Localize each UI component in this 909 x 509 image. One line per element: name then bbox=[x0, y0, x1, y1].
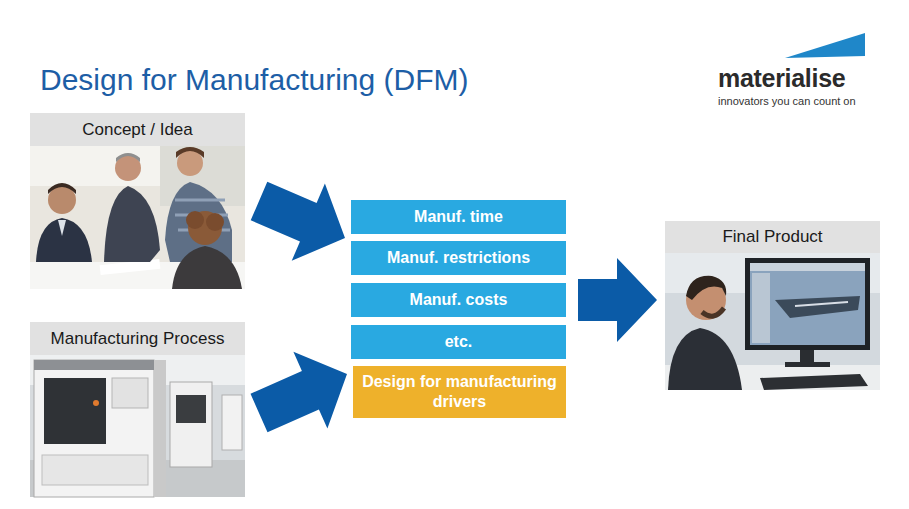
box-label: etc. bbox=[445, 332, 473, 352]
page-title: Design for Manufacturing (DFM) bbox=[40, 63, 468, 97]
panel-heading: Concept / Idea bbox=[30, 113, 245, 146]
box-label: Manuf. restrictions bbox=[387, 248, 530, 268]
box-label: Manuf. time bbox=[414, 207, 503, 227]
factor-box: Manuf. costs bbox=[351, 283, 566, 317]
photo-panel: Manufacturing Process bbox=[30, 322, 245, 497]
box-label: Manuf. costs bbox=[410, 290, 508, 310]
panel-heading: Final Product bbox=[665, 221, 880, 253]
printer-photo bbox=[30, 355, 245, 497]
factor-box: Manuf. time bbox=[351, 200, 566, 234]
meeting-photo bbox=[30, 146, 245, 289]
logo-tagline: innovators you can count on bbox=[718, 95, 856, 107]
workstation-photo bbox=[665, 253, 880, 390]
block-arrow bbox=[578, 258, 657, 342]
factor-box: Manuf. restrictions bbox=[351, 241, 566, 275]
block-arrow bbox=[251, 352, 348, 432]
block-arrow bbox=[251, 182, 345, 261]
photo-panel: Final Product bbox=[665, 221, 880, 390]
panel-heading: Manufacturing Process bbox=[30, 322, 245, 355]
driver-box: Design for manufacturing drivers bbox=[353, 366, 566, 418]
photo-panel: Concept / Idea bbox=[30, 113, 245, 289]
logo-wedge bbox=[785, 33, 865, 58]
logo-wordmark: materialise bbox=[718, 64, 845, 93]
box-label: Design for manufacturing drivers bbox=[361, 372, 558, 412]
factor-box: etc. bbox=[351, 325, 566, 359]
